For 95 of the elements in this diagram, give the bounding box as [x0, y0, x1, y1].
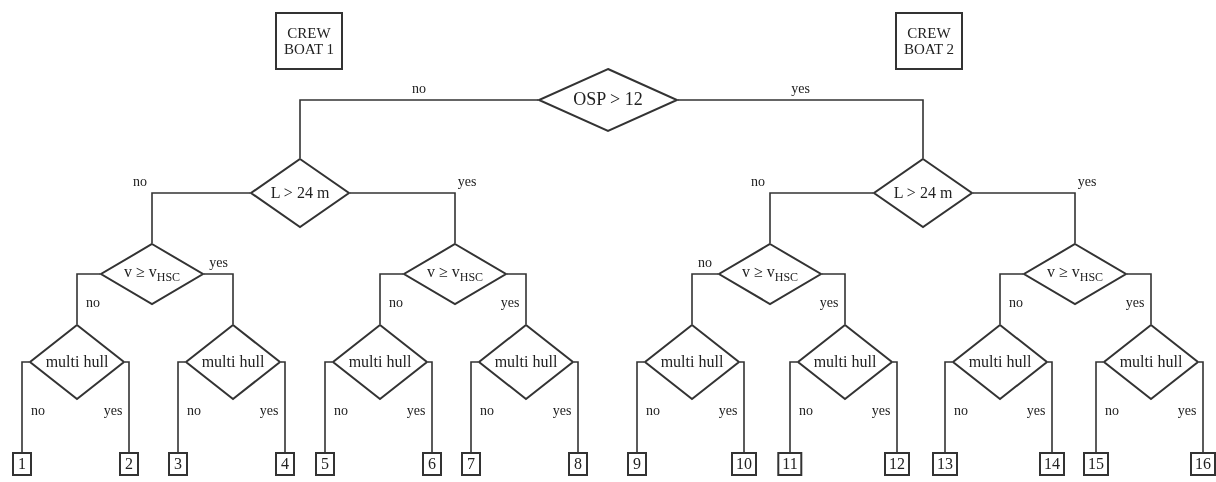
- outcome-box: [119, 452, 139, 476]
- condition-text: multi hull: [968, 353, 1032, 371]
- condition-text: v ≥ v$_{HSC}$: [123, 263, 181, 285]
- outcome-number: 4: [281, 455, 289, 473]
- condition-text: v ≥ v$_{HSC}$: [426, 263, 484, 285]
- outcome-number: 3: [174, 455, 182, 473]
- outcome-number: 2: [125, 455, 133, 473]
- outcome-box: [422, 452, 442, 476]
- connector-line: [636, 361, 645, 453]
- condition-text: multi hull: [660, 353, 724, 371]
- outcome-number: 9: [633, 455, 641, 473]
- condition-text: multi hull: [201, 353, 265, 371]
- decision-diamond: [185, 324, 281, 400]
- decision-diamond: [29, 324, 125, 400]
- connector-line: [944, 361, 953, 453]
- decision-diamond: [718, 243, 822, 305]
- connector-line: [324, 361, 333, 453]
- outcome-box: [932, 452, 958, 476]
- connector-line: [1095, 361, 1104, 453]
- connector-line: [1126, 273, 1152, 325]
- connector-line: [177, 361, 186, 453]
- connector-line: [769, 192, 874, 244]
- outcome-number: 14: [1044, 455, 1060, 473]
- outcome-box: [461, 452, 481, 476]
- outcome-number: 15: [1088, 455, 1104, 473]
- connector-line: [280, 361, 286, 453]
- connector-line: [470, 361, 479, 453]
- outcome-box: [1039, 452, 1065, 476]
- outcome-number: 11: [782, 455, 798, 473]
- decision-diamond: [952, 324, 1048, 400]
- condition-text: multi hull: [45, 353, 109, 371]
- decision-diamond: [100, 243, 204, 305]
- connector-line: [972, 192, 1076, 244]
- connector-line: [691, 273, 719, 325]
- outcome-number: 6: [428, 455, 436, 473]
- connector-line: [151, 192, 251, 244]
- condition-text: v ≥ v$_{HSC}$: [1046, 263, 1104, 285]
- decision-diamond: [797, 324, 893, 400]
- connector-line: [1198, 361, 1204, 453]
- decision-diamond: [250, 158, 350, 228]
- outcome-box: [315, 452, 335, 476]
- connector-line: [821, 273, 846, 325]
- outcome-box: [884, 452, 910, 476]
- decision-diamond: [332, 324, 428, 400]
- outcome-number: 8: [574, 455, 582, 473]
- connector-line: [349, 192, 456, 244]
- decision-diamond: [1103, 324, 1199, 400]
- outcome-box: [1083, 452, 1109, 476]
- outcome-number: 1: [18, 455, 26, 473]
- connector-line: [739, 361, 745, 453]
- connector-line: [677, 99, 924, 159]
- connector-line: [506, 273, 527, 325]
- outcome-number: 7: [467, 455, 475, 473]
- condition-text: multi hull: [813, 353, 877, 371]
- condition-text: OSP > 12: [573, 90, 643, 110]
- outcome-box: [168, 452, 188, 476]
- connector-line: [299, 99, 539, 159]
- connector-line: [21, 361, 30, 453]
- condition-text: multi hull: [1119, 353, 1183, 371]
- condition-text: L > 24 m: [270, 184, 330, 202]
- decision-diamond: [1023, 243, 1127, 305]
- outcome-number: 10: [736, 455, 752, 473]
- decision-diamond: [873, 158, 973, 228]
- connector-line: [379, 273, 404, 325]
- connector-line: [999, 273, 1024, 325]
- outcome-box: [627, 452, 647, 476]
- connector-line: [203, 273, 234, 325]
- category-box: [275, 12, 343, 70]
- condition-text: L > 24 m: [893, 184, 953, 202]
- outcome-box: [568, 452, 588, 476]
- condition-text: v ≥ v$_{HSC}$: [741, 263, 799, 285]
- condition-text: multi hull: [348, 353, 412, 371]
- connector-line: [124, 361, 130, 453]
- category-label: CREW BOAT 2: [902, 24, 956, 58]
- outcome-box: [275, 452, 295, 476]
- connector-line: [573, 361, 579, 453]
- outcome-number: 5: [321, 455, 329, 473]
- decision-diamond: [644, 324, 740, 400]
- decision-diamond: [478, 324, 574, 400]
- connector-line: [1047, 361, 1053, 453]
- category-label: CREW BOAT 1: [282, 24, 336, 58]
- outcome-box: [1190, 452, 1216, 476]
- outcome-box: [777, 452, 803, 476]
- decision-diamond: [538, 68, 678, 132]
- category-box: [895, 12, 963, 70]
- outcome-number: 16: [1195, 455, 1211, 473]
- outcome-number: 13: [937, 455, 953, 473]
- outcome-box: [731, 452, 757, 476]
- outcome-box: [12, 452, 32, 476]
- connector-line: [789, 361, 798, 453]
- connector-line: [76, 273, 101, 325]
- condition-text: multi hull: [494, 353, 558, 371]
- connector-line: [427, 361, 433, 453]
- outcome-number: 12: [889, 455, 905, 473]
- connector-line: [892, 361, 898, 453]
